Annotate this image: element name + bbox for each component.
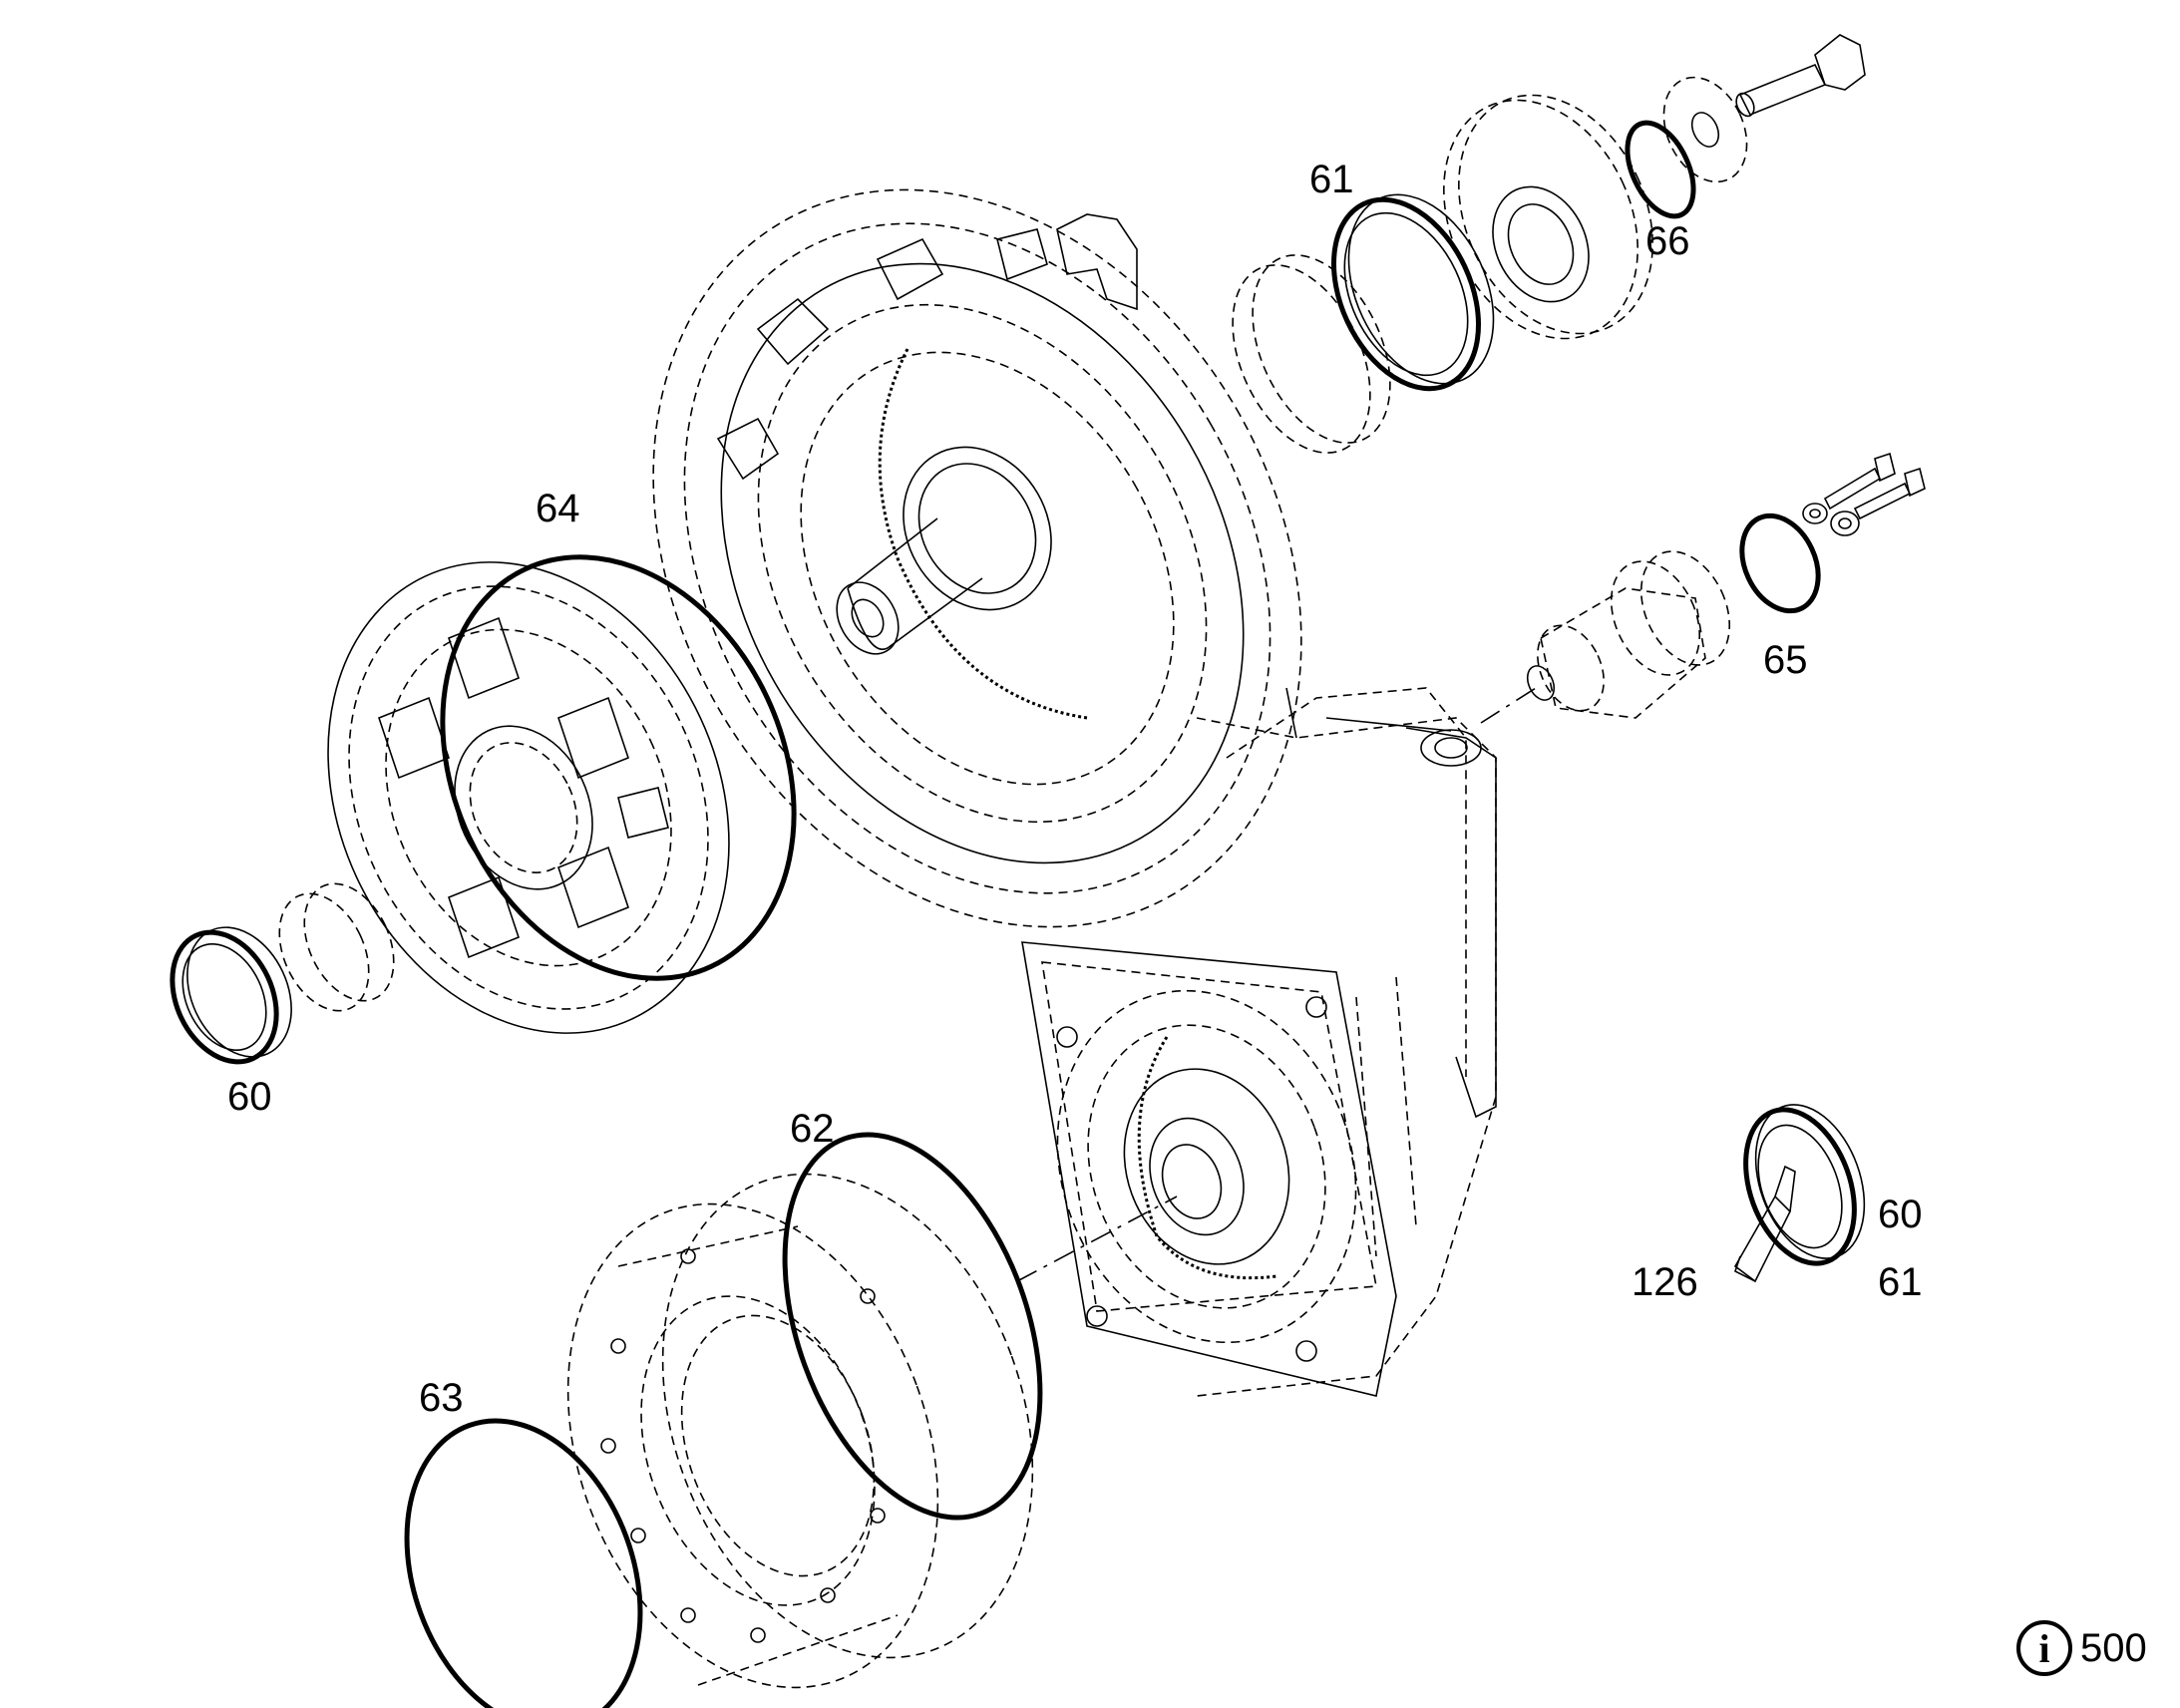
- callout-126: 126: [1632, 1260, 1698, 1304]
- main-housing: [652, 188, 1537, 1397]
- seal-kit-60-61-126: [1733, 1104, 1866, 1283]
- callout-61-right: 61: [1878, 1260, 1923, 1304]
- callout-62: 62: [790, 1107, 835, 1151]
- upper-right-assembly: [1232, 34, 1866, 454]
- callout-60-left: 60: [227, 1075, 272, 1119]
- callout-64: 64: [536, 487, 580, 530]
- callout-65: 65: [1763, 638, 1808, 682]
- info-badge: i 500: [2016, 1620, 2147, 1676]
- callout-60-right: 60: [1878, 1193, 1923, 1236]
- callout-61-top: 61: [1309, 158, 1354, 201]
- info-icon: i: [2016, 1620, 2072, 1676]
- callout-63: 63: [419, 1376, 464, 1420]
- left-seals: [170, 882, 395, 1065]
- callout-66: 66: [1645, 219, 1690, 263]
- info-glyph: i: [2038, 1625, 2050, 1671]
- o-ring-62: [782, 1132, 1043, 1521]
- info-number: 500: [2080, 1625, 2147, 1670]
- o-ring-63: [404, 1418, 643, 1708]
- o-ring-64: [440, 554, 797, 981]
- lower-cover: [566, 1173, 1034, 1689]
- left-cover: [327, 561, 730, 1034]
- right-plug-assembly: [1526, 452, 1926, 719]
